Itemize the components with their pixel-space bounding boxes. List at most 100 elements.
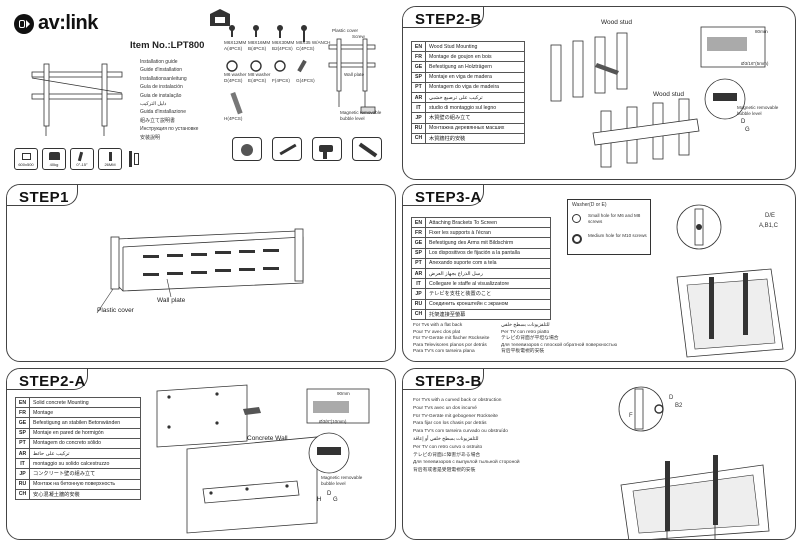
- step2a-bubble-level: Magnetic removable bubble level: [321, 475, 363, 486]
- guide-title: 組み立て説明書: [140, 117, 176, 124]
- svg-text:G: G: [333, 497, 338, 503]
- label-wall-plate: Wall plate: [344, 72, 364, 77]
- guide-title: Инструкция по установке: [140, 126, 199, 133]
- step3b-panel: STEP3-B For TVs with a curved back or ob…: [402, 368, 796, 540]
- step1-panel: STEP1 Wall plate Plastic cover: [6, 184, 396, 362]
- vesa-icon: 600x500: [14, 148, 38, 170]
- cover-section: av:link Item No.:LPT800 Installation gui…: [0, 0, 398, 180]
- curved-back-diagram: [618, 386, 770, 539]
- step1-plastic-cover-label: Plastic cover: [97, 307, 134, 314]
- guide-titles: Installation guide Guide d'installation …: [140, 58, 198, 142]
- washer-title: Washer(D or E): [572, 202, 607, 208]
- logo-mark-icon: [14, 13, 34, 34]
- label-a-b1-c: A,B1,C: [759, 223, 779, 229]
- hardware-qty-a: A(4PCS): [224, 46, 243, 51]
- svg-text:D: D: [741, 119, 746, 125]
- hardware-anchor: [230, 91, 243, 115]
- hardware-screws: [229, 25, 307, 42]
- hardware-name-b2: M6X30MM: [272, 40, 295, 45]
- step3b-title: STEP3-B: [415, 373, 482, 390]
- hardware-qty-c: C(4PCS): [296, 46, 315, 51]
- mount-illustration: [31, 63, 123, 136]
- step2a-dim-top: 90mm: [337, 391, 350, 396]
- tape-measure-icon: [232, 137, 262, 161]
- hardware-name-a: M6X12MM: [224, 40, 247, 45]
- label-f: F: [629, 413, 633, 419]
- wood-stud-diagram: D G: [550, 26, 766, 168]
- guide-title: Guia de instalação: [140, 92, 182, 99]
- washer-e-text: Medium hole for M10 screws: [588, 233, 647, 238]
- step2b-dim-top: 80mm: [755, 29, 768, 34]
- washer-d-icon: [572, 214, 581, 223]
- hardware-qty-h: H(4PCS): [224, 116, 243, 121]
- hardware-name-d: M6 washer: [224, 72, 247, 77]
- step3a-notes-right: للتلفزيونات بسطح خلفي Per TV con retro p…: [501, 323, 618, 355]
- guide-title: دليل التركيب: [140, 101, 167, 108]
- label-b2: B2: [675, 403, 683, 409]
- concrete-wall-diagram: H D G: [156, 384, 370, 534]
- tool-icons: [232, 137, 382, 161]
- guide-title: Guida d'installazione: [140, 109, 186, 116]
- hardware-qty-e: E(4PCS): [248, 78, 267, 83]
- wood-stud-top-label: Wood stud: [601, 19, 632, 26]
- wood-stud-bottom-label: Wood stud: [653, 91, 684, 98]
- washer-e-icon: [572, 234, 582, 244]
- tilt-icon: 0°-15°: [70, 148, 94, 170]
- hardware-name-e: M8 washer: [248, 72, 271, 77]
- step3a-title: STEP3-A: [415, 189, 482, 206]
- guide-title: Installationsanleitung: [140, 75, 187, 82]
- profile-icon: 26MM: [98, 148, 122, 170]
- step2a-title: STEP2-A: [19, 373, 86, 390]
- label-screw: Screw: [352, 34, 365, 39]
- brand-name: av:link: [38, 12, 98, 34]
- hardware-washers: [226, 59, 307, 73]
- step2b-bubble-level: Magnetic removable bubble level: [737, 105, 779, 116]
- step2b-dim-drill: Ø3/16"(5mm): [741, 61, 769, 66]
- hardware-name-c: M8X35 W/ANCH: [296, 40, 331, 45]
- step1-title: STEP1: [19, 189, 70, 206]
- drill-icon: [312, 137, 342, 161]
- weight-icon: 40kg: [42, 148, 66, 170]
- item-number: Item No.:LPT800: [130, 40, 205, 51]
- washer-d-text: Small hole for M6 and M8 screws: [588, 213, 641, 224]
- step3b-notes: For TVs with a curved back or obstructio…: [413, 398, 520, 474]
- guide-title: Guide d'installation: [140, 67, 183, 74]
- label-d-e: D/E: [765, 213, 776, 219]
- wrench-icon: [352, 137, 382, 161]
- label-plastic-cover: Plastic cover: [332, 28, 359, 33]
- hardware-qty-f: F(4PCS): [272, 78, 290, 83]
- spec-icons: 600x500 40kg 0°-15° 26MM: [14, 148, 142, 170]
- brand-logo: av:link: [14, 12, 98, 35]
- step1-wall-plate-label: Wall plate: [157, 297, 186, 304]
- step2b-title: STEP2-B: [415, 11, 482, 28]
- svg-text:H: H: [317, 497, 321, 503]
- hardware-qty-b2: B2(4PCS): [272, 46, 293, 51]
- step3a-notes-left: For Tvs with a flat back Pour TV avec do…: [413, 323, 490, 355]
- svg-text:G: G: [745, 127, 750, 133]
- depth-icon: [126, 148, 142, 170]
